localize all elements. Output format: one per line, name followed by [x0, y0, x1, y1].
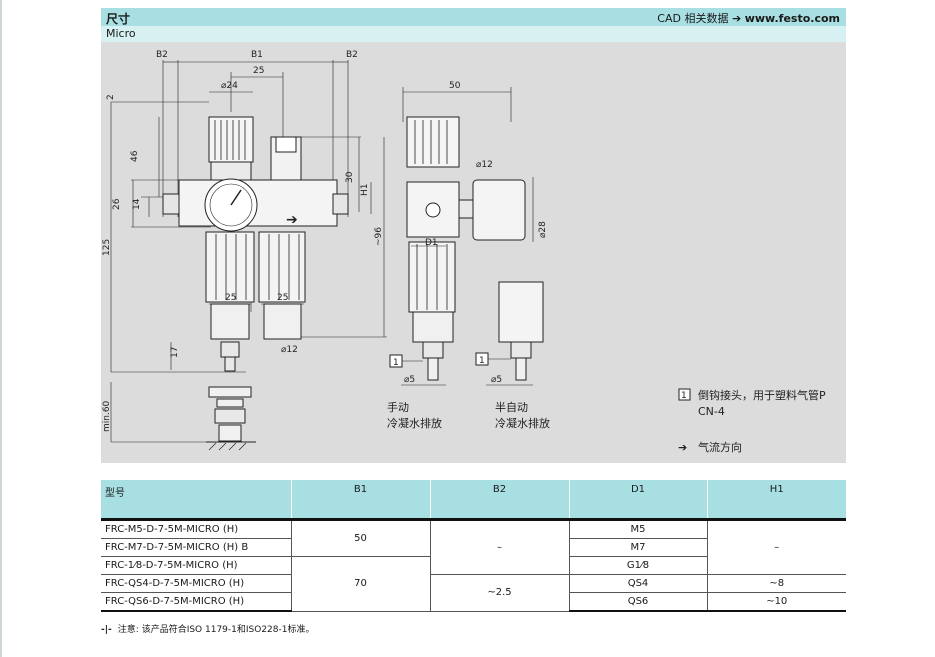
table-row: FRC-M7-D-7-5M-MICRO (H) B M7	[101, 538, 846, 557]
arrow-right-icon: ➔	[731, 12, 742, 25]
table-header-row: 型号 B1 B2 D1 H1	[101, 480, 846, 521]
b1-cell: 70	[290, 556, 430, 612]
dim-125: 125	[102, 239, 112, 256]
dim-d1: D1	[425, 238, 438, 248]
technical-drawing-svg: ➔	[102, 50, 826, 454]
table-row: FRC-QS6-D-7-5M-MICRO (H) QS6 ~10	[101, 592, 846, 612]
caption-manual-1: 手动	[387, 400, 409, 414]
dim-17: 17	[170, 347, 180, 358]
dim-h1: H1	[360, 184, 370, 197]
dim-25-bowl-right: 25	[277, 293, 288, 303]
col-header-b2: B2	[429, 480, 569, 521]
table-row: FRC-1⁄8-D-7-5M-MICRO (H) 70 G1⁄8	[101, 556, 846, 612]
cad-link-text: CAD 相关数据	[657, 12, 729, 25]
h1-cell: ~8	[706, 574, 846, 593]
note-text: 该产品符合ISO 1179-1和ISO228-1标准。	[141, 625, 315, 635]
dim-dia5-a: ⌀5	[404, 375, 415, 385]
legend-flow-text: 气流方向	[698, 440, 742, 454]
d1-cell: G1⁄8	[568, 556, 707, 575]
table-row: FRC-M5-D-7-5M-MICRO (H) 50 – M5 –	[101, 519, 846, 575]
footnote: -|- 注意: 该产品符合ISO 1179-1和ISO228-1标准。	[101, 622, 314, 635]
website-link[interactable]: www.festo.com	[744, 12, 840, 25]
caption-semi-1: 半自动	[495, 400, 528, 414]
model-cell: FRC-M7-D-7-5M-MICRO (H) B	[101, 538, 291, 557]
d1-cell: QS6	[568, 592, 707, 612]
table-row: FRC-QS4-D-7-5M-MICRO (H) ~2.5 QS4 ~8	[101, 574, 846, 612]
note-label: 注意:	[117, 625, 139, 635]
h1-cell: –	[706, 519, 846, 575]
flow-direction-icon: ➔	[678, 441, 687, 454]
dim-46: 46	[130, 150, 140, 162]
dim-14: 14	[132, 198, 142, 210]
callout-1-b: 1	[479, 356, 485, 366]
callout-1-a: 1	[393, 358, 399, 368]
legend-item1-line2: CN-4	[698, 405, 725, 418]
page-left-rule	[0, 0, 2, 657]
dim-min60: min.60	[102, 400, 112, 432]
d1-cell: M7	[568, 538, 707, 557]
dim-25-top: 25	[253, 66, 264, 76]
b2-cell: –	[429, 519, 569, 575]
col-header-b1: B1	[290, 480, 430, 521]
d1-cell: M5	[568, 519, 707, 539]
col-header-model: 型号	[101, 480, 291, 521]
dim-dia28: ⌀28	[538, 221, 548, 238]
dim-50: 50	[449, 81, 461, 91]
dim-c12-left: ⌀12	[281, 345, 298, 355]
note-icon: -|-	[101, 625, 112, 635]
dim-b2-left: B2	[156, 50, 168, 60]
section-header-bar: 尺寸 CAD 相关数据 ➔ www.festo.com	[101, 8, 846, 26]
model-cell: FRC-M5-D-7-5M-MICRO (H)	[101, 519, 291, 539]
dim-30: 30	[345, 171, 355, 183]
h1-cell: ~10	[706, 592, 846, 612]
dim-dia24: ⌀24	[221, 81, 238, 91]
svg-text:➔: ➔	[286, 212, 298, 228]
caption-semi-2: 冷凝水排放	[495, 416, 550, 430]
legend-item1-line1: 倒钩接头，用于塑料气管P	[698, 388, 826, 402]
b1-cell: 50	[290, 519, 430, 557]
caption-manual-2: 冷凝水排放	[387, 416, 442, 430]
dim-b1: B1	[251, 50, 263, 60]
dim-96: ~96	[374, 227, 384, 246]
dim-25-bowl-left: 25	[225, 293, 236, 303]
dim-b2-right: B2	[346, 50, 358, 60]
subheader-bar: Micro	[101, 26, 846, 42]
model-cell: FRC-QS6-D-7-5M-MICRO (H)	[101, 592, 291, 612]
product-series-label: Micro	[106, 27, 136, 40]
model-cell: FRC-QS4-D-7-5M-MICRO (H)	[101, 574, 291, 593]
dim-c12-right: ⌀12	[476, 160, 493, 170]
model-cell: FRC-1⁄8-D-7-5M-MICRO (H)	[101, 556, 291, 575]
col-header-h1: H1	[706, 480, 846, 521]
dimension-table: 型号 B1 B2 D1 H1 FRC-M5-D-7-5M-MICRO (H) 5…	[101, 480, 846, 612]
d1-cell: QS4	[568, 574, 707, 593]
dimension-drawing: ➔	[101, 42, 846, 463]
legend-item1-num: 1	[681, 391, 687, 401]
dim-2: 2	[106, 94, 116, 100]
col-header-d1: D1	[568, 480, 707, 521]
cad-link[interactable]: CAD 相关数据 ➔ www.festo.com	[657, 10, 840, 26]
b2-cell: ~2.5	[429, 574, 569, 612]
dim-dia5-b: ⌀5	[491, 375, 502, 385]
dim-26: 26	[112, 198, 122, 210]
section-title: 尺寸	[106, 12, 131, 26]
